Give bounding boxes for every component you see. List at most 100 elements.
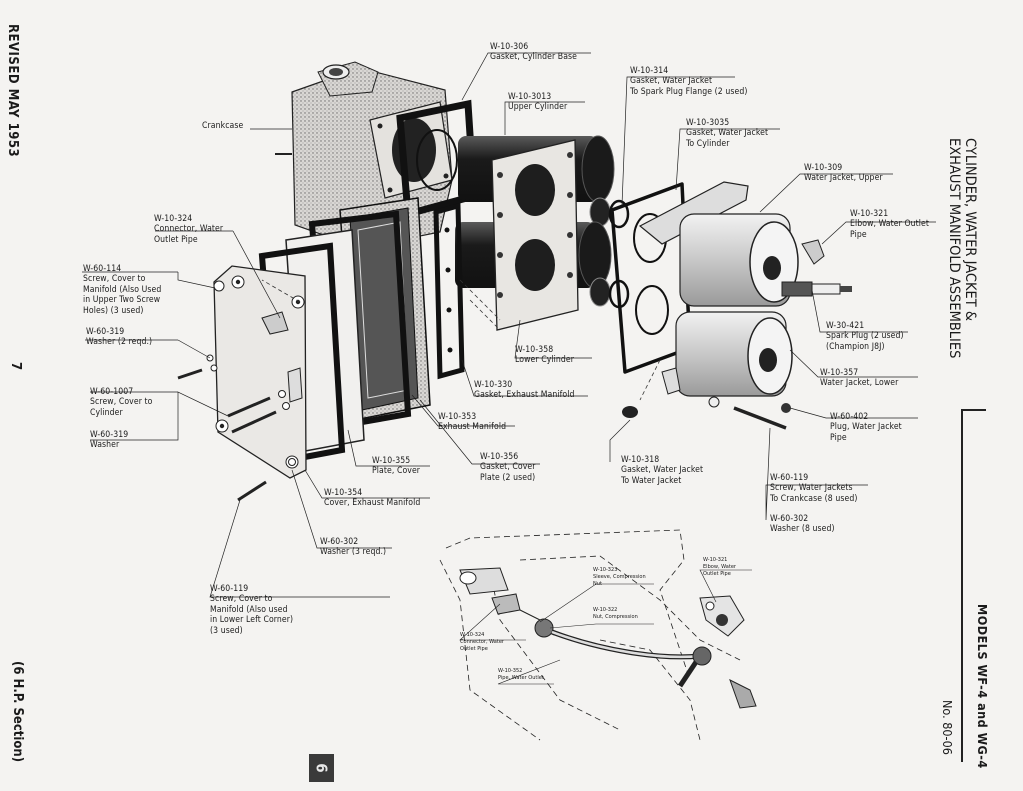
- jacket-pipe-plug: [781, 403, 791, 413]
- water-outlet-elbow: [801, 239, 825, 265]
- margin-bracket: [961, 409, 986, 762]
- page-title-line-1: CYLINDER, WATER JACKET &: [962, 138, 978, 322]
- revision-date: REVISED MAY 1953: [5, 24, 20, 158]
- part-description: Gasket, Water Jacket To Spark Plug Flang…: [630, 76, 748, 97]
- inset-detail-drawing: [439, 529, 757, 741]
- part-number: W-60-119: [770, 473, 809, 483]
- part-description: Plug, Water Jacket Pipe: [830, 422, 902, 443]
- part-description: Water Jacket, Upper: [804, 173, 883, 184]
- part-number: W-10-357: [820, 368, 859, 378]
- model-number: No. 80-06: [940, 700, 955, 755]
- lower-water-jacket: [661, 311, 793, 397]
- part-number: W-10-3013: [508, 92, 552, 102]
- part-description: Pipe, Water Outlet: [498, 674, 544, 681]
- spark-plug: [781, 281, 852, 297]
- leader-lines: [82, 52, 936, 598]
- part-description: Screw, Cover to Manifold (Also Used in U…: [83, 274, 162, 316]
- part-number: W-10-309: [804, 163, 843, 173]
- part-number: W-10-321: [850, 209, 889, 219]
- jacket-screw: [708, 396, 787, 430]
- page-title-line-2: EXHAUST MANIFOLD ASSEMBLIES: [946, 138, 962, 359]
- cylinder-flange-plate: [491, 139, 579, 331]
- part-description: Nut, Compression: [593, 613, 638, 620]
- part-description: Sleeve, Compression Nut: [593, 573, 646, 587]
- part-number: W-10-324: [460, 632, 485, 638]
- part-description: Upper Cylinder: [508, 102, 568, 113]
- part-description: Gasket, Cylinder Base: [490, 52, 578, 63]
- part-number: W-60-319: [90, 430, 129, 440]
- part-description: Washer: [90, 440, 120, 451]
- part-number: W-60-402: [830, 412, 869, 422]
- page-tab-number: 6: [312, 763, 331, 773]
- part-number: W-60-302: [770, 514, 809, 524]
- part-number: W-10-355: [372, 456, 411, 466]
- part-number: W-30-421: [826, 321, 865, 331]
- page-marker: 7: [8, 362, 23, 371]
- part-number: W-10-314: [630, 66, 669, 76]
- part-number: W-10-3035: [686, 118, 730, 128]
- part-number: W-60-114: [83, 264, 122, 274]
- models-label: MODELS WF-4 and WG-4: [975, 604, 990, 769]
- part-number: W-10-354: [324, 488, 363, 498]
- part-number: W-10-324: [154, 214, 193, 224]
- part-description: Screw, Cover to Cylinder: [90, 397, 153, 418]
- part-number: W-10-321: [703, 557, 728, 563]
- part-description: Exhaust Manifold: [438, 422, 507, 433]
- loose-screws-and-washers: [177, 280, 296, 502]
- part-description: Elbow, Water Outlet Pipe: [850, 219, 930, 240]
- part-number: W-60-119: [210, 584, 249, 594]
- assembly-centerlines: [261, 279, 661, 401]
- part-description: Cover, Exhaust Manifold: [324, 498, 421, 509]
- part-number: W-10-318: [621, 455, 660, 465]
- part-description: Connector, Water Outlet Pipe: [460, 638, 504, 652]
- part-number: W-10-322: [593, 607, 618, 613]
- part-number: W-10-358: [515, 345, 554, 355]
- part-description: Washer (2 reqd.): [86, 337, 153, 348]
- part-number: W-10-353: [438, 412, 477, 422]
- part-description: Gasket, Exhaust Manifold: [474, 390, 575, 401]
- page-tab: 6: [309, 754, 334, 782]
- part-description: Water Jacket, Lower: [820, 378, 899, 389]
- jacket-to-jacket-gasket: [622, 406, 638, 418]
- part-number: W-60-319: [86, 327, 125, 337]
- part-number: W-10-352: [498, 668, 523, 674]
- part-number: W-10-356: [480, 452, 519, 462]
- part-description: Plate, Cover: [372, 466, 421, 477]
- part-description: Connector, Water Outlet Pipe: [154, 224, 224, 245]
- section-label: (6 H.P. Section): [10, 661, 25, 763]
- exhaust-manifold-gasket: [433, 202, 465, 380]
- part-description: Screw, Water Jackets To Crankcase (8 use…: [770, 483, 858, 504]
- upper-water-jacket: [638, 181, 799, 307]
- part-callout-p-crankcase: Crankcase: [202, 121, 243, 131]
- part-description: Gasket, Water Jacket To Cylinder: [686, 128, 769, 149]
- part-number: W-10-323: [593, 567, 618, 573]
- part-number: W-60-1007: [90, 387, 134, 397]
- part-number: W-10-306: [490, 42, 529, 52]
- part-description: Gasket, Cover Plate (2 used): [480, 462, 536, 483]
- part-description: Screw, Cover to Manifold (Also used in L…: [210, 594, 294, 636]
- part-description: Elbow, Water Outlet Pipe: [703, 563, 737, 577]
